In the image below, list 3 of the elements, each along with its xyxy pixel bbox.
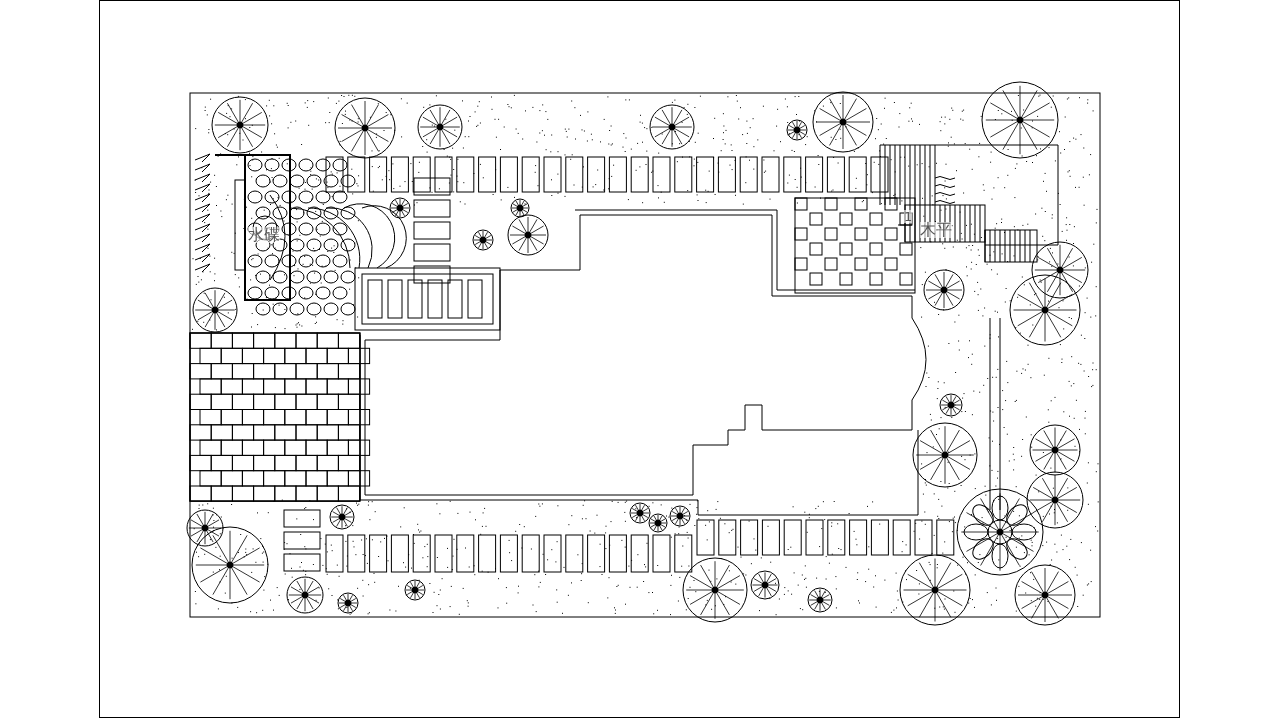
area-label: 水碟 [248, 227, 280, 243]
area-label: 木平 [920, 222, 952, 238]
callout-number: 1 [904, 210, 913, 223]
